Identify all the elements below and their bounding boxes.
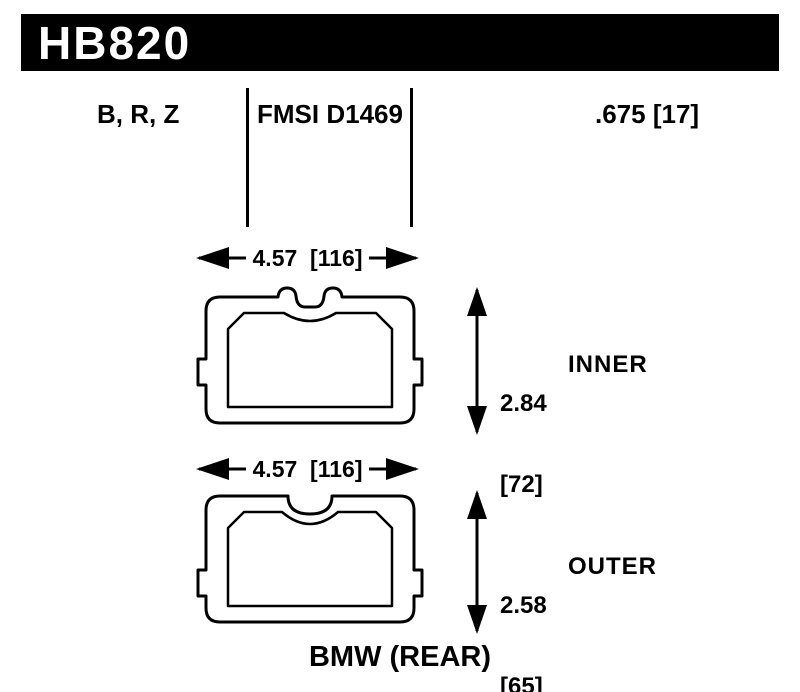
outer-height-dimension [467,490,487,634]
inner-pad-drawing [196,286,424,425]
left-arrowhead-icon [196,458,229,480]
fmsi-number: FMSI D1469 [257,99,403,129]
outer-pad-label: OUTER [568,553,657,580]
inner-width-value: 4.57 [116] [245,244,370,272]
inner-height-values: 2.84 [72] [500,336,547,552]
part-number: HB820 [38,16,192,69]
inner-height-mm: [72] [500,471,543,498]
inner-pad-friction-outline [226,311,394,409]
vehicle-application: BMW (REAR) [308,641,491,673]
part-number-bar: HB820 [21,14,779,71]
pad-thickness: .675 [17] [595,99,700,129]
outer-height-values: 2.58 [65] [500,538,547,692]
outer-pad-backing-plate-outline [196,494,424,624]
divider-line-2 [410,88,413,227]
inner-width-dimension: 4.57 [116] [195,243,420,273]
outer-pad-friction-outline [226,510,394,608]
up-arrowhead-icon [467,287,487,316]
outer-width-dimension: 4.57 [116] [195,454,420,484]
inner-height-dimension [467,287,487,435]
divider-line-1 [246,88,249,227]
inner-pad-backing-plate-outline [196,286,424,425]
inner-height-in: 2.84 [500,390,547,417]
compound-codes: B, R, Z [97,99,180,129]
outer-pad-drawing [196,494,424,624]
down-arrowhead-icon [467,406,487,435]
right-arrowhead-icon [386,247,419,269]
right-arrowhead-icon [386,458,419,480]
up-arrowhead-icon [467,490,487,519]
inner-pad-label: INNER [568,351,648,378]
outer-width-value: 4.57 [116] [245,455,370,483]
outer-height-mm: [65] [500,673,543,692]
outer-height-in: 2.58 [500,592,547,619]
down-arrowhead-icon [467,605,487,634]
left-arrowhead-icon [196,247,229,269]
